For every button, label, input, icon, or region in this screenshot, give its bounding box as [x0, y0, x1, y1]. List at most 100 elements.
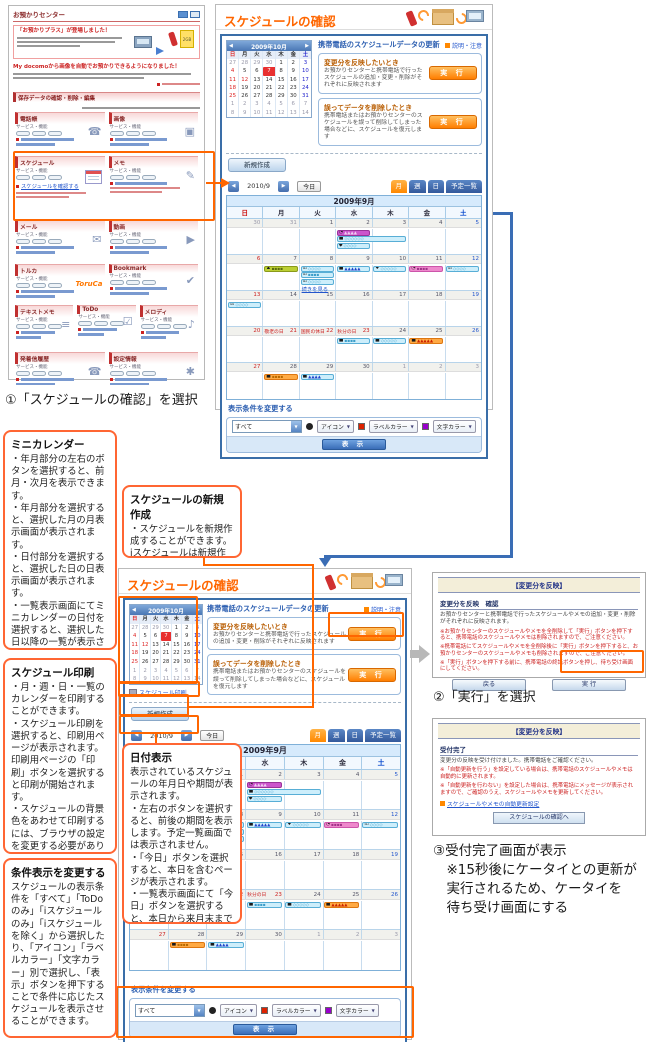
portal-section-メール[interactable]: メールサービス・機能✉: [13, 219, 107, 263]
mini-day-cell[interactable]: 18: [130, 649, 141, 658]
mini-day-cell[interactable]: 29: [276, 92, 288, 101]
calendar-date-cell[interactable]: 17: [373, 290, 410, 299]
period-label[interactable]: 2010/9: [150, 731, 173, 740]
schedule-event[interactable]: ◔▲▲▲▲: [246, 782, 283, 789]
mini-day-cell[interactable]: 1: [276, 59, 288, 68]
section-link[interactable]: スケジュールを確認する: [16, 182, 104, 190]
mini-day-cell[interactable]: 28: [140, 623, 151, 633]
section-link[interactable]: [16, 246, 104, 250]
auto-update-settings-link[interactable]: スケジュールやメモの自動更新設定: [440, 799, 638, 808]
mini-day-cell[interactable]: 6: [151, 632, 162, 641]
mini-day-cell[interactable]: 16: [182, 640, 193, 650]
prev-month-icon[interactable]: ◀: [132, 607, 136, 613]
schedule-event[interactable]: ■▪▪▪▪: [169, 942, 206, 949]
calendar-date-cell[interactable]: 9: [336, 254, 373, 263]
tab-week[interactable]: 週: [409, 179, 426, 193]
calendar-body-cell[interactable]: [207, 821, 247, 850]
calendar-body-cell[interactable]: [446, 229, 481, 254]
mini-day-cell[interactable]: 4: [227, 67, 240, 76]
calendar-date-cell[interactable]: 24: [285, 890, 324, 900]
next-month-button[interactable]: ▶: [181, 730, 193, 742]
mini-day-cell[interactable]: 2: [140, 666, 151, 676]
calendar-body-cell[interactable]: [324, 821, 363, 850]
help-link[interactable]: 説明・注意: [363, 605, 401, 614]
tab-week[interactable]: 週: [328, 729, 345, 743]
schedule-event[interactable]: ■◇◇◇◇◇◇: [336, 236, 407, 243]
service-button[interactable]: [125, 131, 140, 137]
icon-dropdown[interactable]: アイコン▼: [220, 1003, 257, 1017]
mini-day-cell[interactable]: 12: [172, 675, 183, 684]
schedule-event[interactable]: ■▲▲▲▲▲: [323, 902, 360, 909]
mini-day-cell[interactable]: 23: [288, 83, 300, 93]
calendar-body-cell[interactable]: [336, 372, 373, 399]
prev-month-button[interactable]: ◀: [228, 180, 239, 192]
mini-day-cell[interactable]: 26: [239, 92, 252, 101]
mini-day-cell[interactable]: 22: [172, 649, 183, 658]
prev-month-button[interactable]: ◀: [131, 730, 142, 742]
mini-day-cell[interactable]: 27: [130, 623, 141, 633]
calendar-date-cell[interactable]: 25: [324, 890, 363, 900]
mini-day-cell[interactable]: 9: [140, 675, 151, 684]
schedule-event[interactable]: ◆◇◇◇◇: [336, 242, 371, 249]
section-link[interactable]: [109, 287, 198, 291]
mini-day-cell[interactable]: 11: [130, 640, 141, 650]
schedule-event[interactable]: ♟▪▪▪▪: [264, 265, 298, 272]
calendar-date-cell[interactable]: 29: [300, 362, 337, 371]
calendar-body-cell[interactable]: [285, 861, 324, 890]
section-link[interactable]: [16, 331, 72, 335]
calendar-date-cell[interactable]: 26: [471, 327, 479, 334]
calendar-body-cell[interactable]: [207, 781, 247, 810]
calendar-date-cell[interactable]: 11: [409, 254, 446, 263]
service-button[interactable]: [110, 321, 125, 327]
calendar-date-cell[interactable]: 30: [227, 218, 264, 227]
calendar-body-cell[interactable]: [362, 781, 400, 809]
label-color-dropdown[interactable]: ラベルカラー▼: [368, 420, 418, 434]
section-link[interactable]: [140, 331, 197, 335]
mini-day-cell[interactable]: 29: [251, 59, 264, 68]
header-icon[interactable]: [190, 10, 200, 18]
calendar-date-cell[interactable]: 18: [409, 290, 446, 299]
calendar-body-cell[interactable]: [336, 336, 373, 362]
mini-day-cell[interactable]: 5: [172, 666, 183, 676]
schedule-event[interactable]: ■◇◇◇◇◇: [285, 902, 321, 909]
mini-day-cell[interactable]: 17: [301, 76, 309, 83]
filter-select[interactable]: すべて▼: [232, 420, 302, 434]
mini-day-cell[interactable]: 27: [251, 92, 264, 101]
schedule-event[interactable]: ☑◇◇◇◇: [300, 265, 334, 272]
today-button[interactable]: 今日: [200, 730, 225, 742]
mini-day-cell[interactable]: 14: [161, 640, 172, 650]
calendar-date-cell[interactable]: 17: [285, 850, 324, 860]
execute-button[interactable]: 実 行: [348, 667, 396, 682]
mini-day-cell[interactable]: 21: [263, 83, 276, 93]
calendar-body-cell[interactable]: [263, 372, 300, 399]
service-button[interactable]: [141, 239, 156, 245]
service-button[interactable]: [109, 175, 124, 181]
schedule-event[interactable]: ■▲▲▲▲▲: [336, 265, 371, 272]
mini-day-cell[interactable]: 24: [301, 84, 309, 91]
service-button[interactable]: [32, 175, 46, 181]
portal-section-スケジュール[interactable]: スケジュールサービス・機能スケジュールを確認する: [13, 155, 107, 219]
mini-day-cell[interactable]: 18: [227, 83, 240, 93]
mini-day-cell[interactable]: 3: [303, 60, 308, 66]
mini-day-cell[interactable]: 7: [263, 67, 276, 76]
calendar-date-cell[interactable]: 2: [246, 770, 285, 780]
today-button[interactable]: 今日: [297, 180, 322, 192]
calendar-date-cell[interactable]: 12: [471, 255, 479, 262]
tab-month[interactable]: 月: [309, 729, 326, 743]
mini-day-cell[interactable]: 28: [161, 657, 172, 667]
calendar-body-cell[interactable]: [263, 300, 300, 326]
mini-day-cell[interactable]: 4: [161, 666, 172, 676]
calendar-date-cell[interactable]: 1: [373, 362, 410, 371]
mini-day-cell[interactable]: 15: [276, 75, 288, 84]
mini-day-cell[interactable]: 12: [276, 108, 288, 118]
calendar-date-cell[interactable]: 31: [263, 218, 300, 227]
calendar-body-cell[interactable]: [263, 336, 300, 362]
tab-list[interactable]: 予定一覧: [446, 179, 482, 193]
calendar-date-cell[interactable]: 1: [300, 218, 337, 227]
calendar-body-cell[interactable]: [373, 264, 410, 290]
service-button[interactable]: [48, 175, 62, 181]
mini-day-cell[interactable]: 7: [303, 101, 308, 108]
mini-day-cell[interactable]: 25: [130, 657, 141, 667]
calendar-date-cell[interactable]: 7: [263, 254, 300, 263]
